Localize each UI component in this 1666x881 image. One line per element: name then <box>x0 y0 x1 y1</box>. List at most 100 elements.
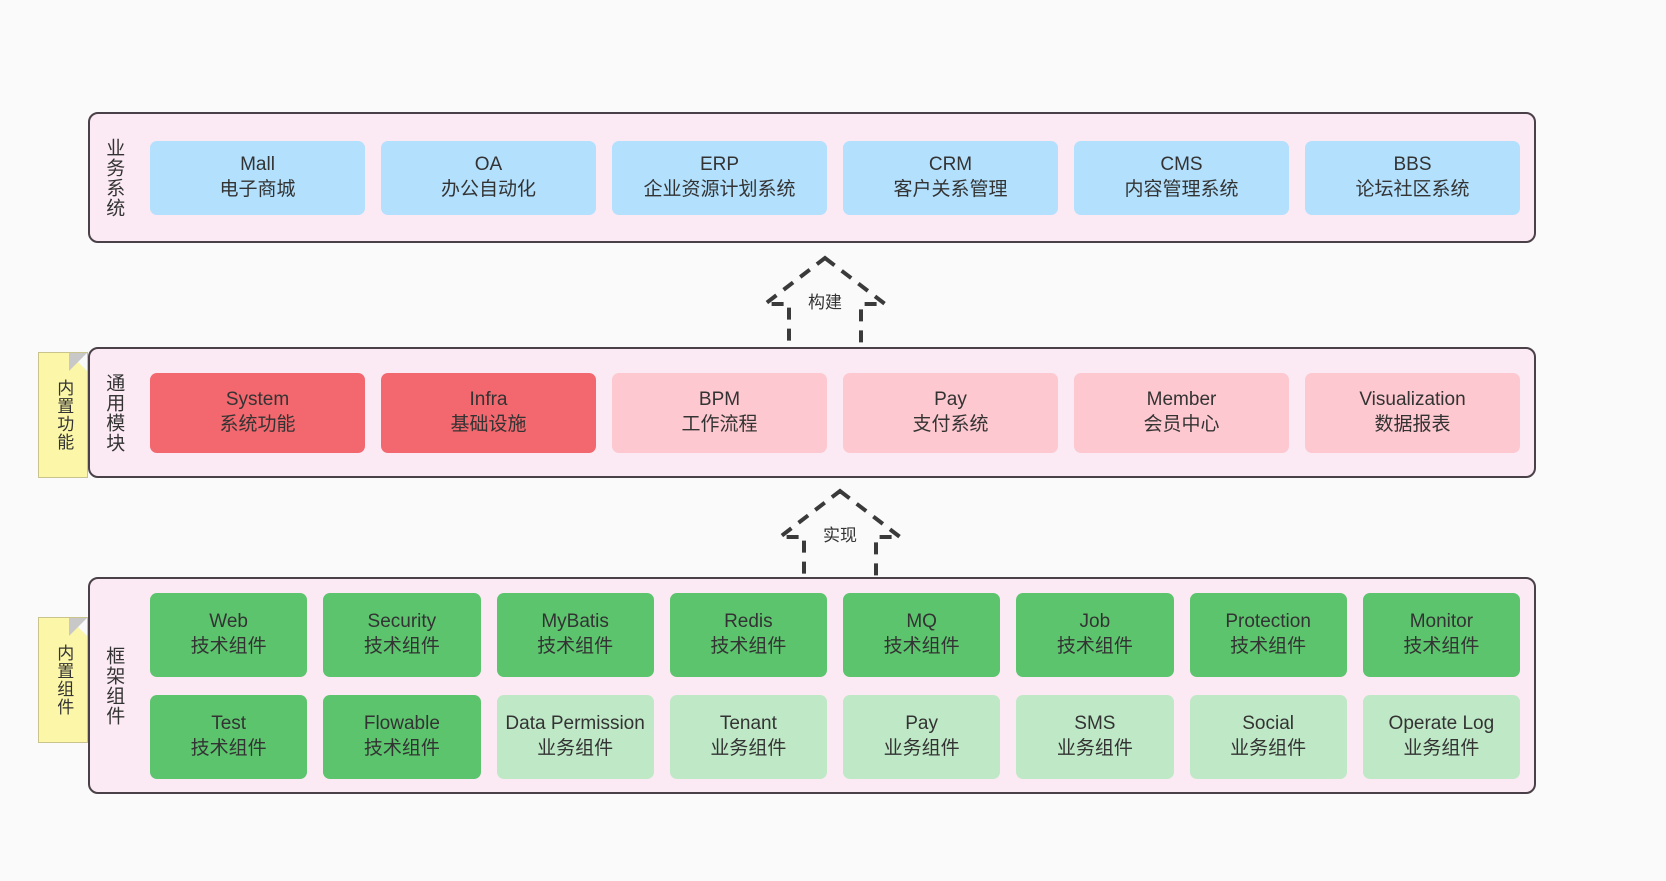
node-social[interactable]: Social 业务组件 <box>1189 694 1347 779</box>
layer-body-framework-component: Web 技术组件 Security 技术组件 MyBatis 技术组件 Redi… <box>136 579 1534 792</box>
layer-business-system: 业务系统 Mall 电子商城 OA 办公自动化 ERP 企业资源计划系统 CRM… <box>88 112 1536 243</box>
node-redis[interactable]: Redis 技术组件 <box>669 592 827 677</box>
layer-title-framework-component: 框架组件 <box>103 645 125 726</box>
node-name: Monitor <box>1409 611 1474 633</box>
node-mybatis[interactable]: MyBatis 技术组件 <box>496 592 654 677</box>
node-subtitle: 办公自动化 <box>440 178 536 200</box>
node-bpm[interactable]: BPM 工作流程 <box>612 372 827 453</box>
node-name: Pay <box>905 713 938 735</box>
node-pay-module[interactable]: Pay 支付系统 <box>843 372 1058 453</box>
node-subtitle: 论坛社区系统 <box>1355 178 1470 200</box>
node-web[interactable]: Web 技术组件 <box>150 592 308 677</box>
node-row: System 系统功能 Infra 基础设施 BPM 工作流程 Pay 支付系统… <box>150 372 1520 453</box>
node-flowable[interactable]: Flowable 技术组件 <box>323 694 481 779</box>
node-name: Mall <box>240 154 275 176</box>
note-builtin-function: 内置功能 <box>38 352 88 478</box>
node-operate-log[interactable]: Operate Log 业务组件 <box>1362 694 1520 779</box>
node-security[interactable]: Security 技术组件 <box>323 592 481 677</box>
node-data-permission[interactable]: Data Permission 业务组件 <box>496 694 654 779</box>
node-tenant[interactable]: Tenant 业务组件 <box>669 694 827 779</box>
node-pay-component[interactable]: Pay 业务组件 <box>843 694 1001 779</box>
node-subtitle: 业务组件 <box>1056 737 1133 759</box>
node-monitor[interactable]: Monitor 技术组件 <box>1362 592 1520 677</box>
node-crm[interactable]: CRM 客户关系管理 <box>843 140 1058 215</box>
node-name: ERP <box>699 154 740 176</box>
node-mall[interactable]: Mall 电子商城 <box>150 140 365 215</box>
node-name: Infra <box>469 389 508 411</box>
layer-title-business-system: 业务系统 <box>103 137 125 218</box>
node-subtitle: 电子商城 <box>219 178 296 200</box>
node-subtitle: 技术组件 <box>190 635 267 657</box>
node-infra[interactable]: Infra 基础设施 <box>381 372 596 453</box>
node-subtitle: 技术组件 <box>710 635 787 657</box>
node-name: Protection <box>1225 611 1311 633</box>
node-system[interactable]: System 系统功能 <box>150 372 365 453</box>
node-name: BBS <box>1393 154 1432 176</box>
node-subtitle: 技术组件 <box>883 635 960 657</box>
node-subtitle: 业务组件 <box>537 737 614 759</box>
node-name: Security <box>367 611 437 633</box>
node-name: Tenant <box>719 713 777 735</box>
node-subtitle: 支付系统 <box>912 413 989 435</box>
layer-title-common-module: 通用模块 <box>103 372 125 453</box>
node-name: BPM <box>698 389 741 411</box>
node-subtitle: 技术组件 <box>190 737 267 759</box>
node-subtitle: 数据报表 <box>1374 413 1451 435</box>
node-member[interactable]: Member 会员中心 <box>1074 372 1289 453</box>
layer-common-module: 通用模块 System 系统功能 Infra 基础设施 BPM 工作流程 Pay… <box>88 347 1536 478</box>
node-subtitle: 工作流程 <box>681 413 758 435</box>
node-subtitle: 内容管理系统 <box>1124 178 1239 200</box>
note-builtin-component: 内置组件 <box>38 617 88 743</box>
node-subtitle: 业务组件 <box>1403 737 1480 759</box>
node-subtitle: 企业资源计划系统 <box>643 178 796 200</box>
node-name: Job <box>1079 611 1111 633</box>
node-name: Data Permission <box>505 713 645 735</box>
node-row: Test 技术组件 Flowable 技术组件 Data Permission … <box>150 694 1520 779</box>
node-name: Redis <box>724 611 773 633</box>
node-oa[interactable]: OA 办公自动化 <box>381 140 596 215</box>
node-subtitle: 技术组件 <box>537 635 614 657</box>
node-name: MyBatis <box>541 611 609 633</box>
node-name: Social <box>1242 713 1294 735</box>
node-name: OA <box>474 154 503 176</box>
node-name: Web <box>209 611 248 633</box>
node-name: Member <box>1146 389 1217 411</box>
node-protection[interactable]: Protection 技术组件 <box>1189 592 1347 677</box>
node-name: System <box>225 389 290 411</box>
node-subtitle: 技术组件 <box>363 737 440 759</box>
node-name: Test <box>211 713 247 735</box>
node-bbs[interactable]: BBS 论坛社区系统 <box>1305 140 1520 215</box>
node-sms[interactable]: SMS 业务组件 <box>1016 694 1174 779</box>
node-subtitle: 业务组件 <box>883 737 960 759</box>
node-subtitle: 技术组件 <box>1056 635 1133 657</box>
node-cms[interactable]: CMS 内容管理系统 <box>1074 140 1289 215</box>
layer-body-common-module: System 系统功能 Infra 基础设施 BPM 工作流程 Pay 支付系统… <box>136 349 1534 476</box>
node-subtitle: 技术组件 <box>1230 635 1307 657</box>
node-subtitle: 业务组件 <box>1230 737 1307 759</box>
connector-build: 构建 <box>725 252 925 362</box>
node-subtitle: 技术组件 <box>363 635 440 657</box>
node-erp[interactable]: ERP 企业资源计划系统 <box>612 140 827 215</box>
node-job[interactable]: Job 技术组件 <box>1016 592 1174 677</box>
node-test[interactable]: Test 技术组件 <box>150 694 308 779</box>
node-mq[interactable]: MQ 技术组件 <box>843 592 1001 677</box>
node-name: Flowable <box>363 713 440 735</box>
note-text: 内置功能 <box>54 379 74 451</box>
node-row: Mall 电子商城 OA 办公自动化 ERP 企业资源计划系统 CRM 客户关系… <box>150 140 1520 215</box>
node-visualization[interactable]: Visualization 数据报表 <box>1305 372 1520 453</box>
node-subtitle: 会员中心 <box>1143 413 1220 435</box>
node-name: Operate Log <box>1388 713 1495 735</box>
node-name: MQ <box>906 611 937 633</box>
node-subtitle: 技术组件 <box>1403 635 1480 657</box>
node-subtitle: 业务组件 <box>710 737 787 759</box>
node-name: SMS <box>1074 713 1116 735</box>
node-name: Visualization <box>1359 389 1466 411</box>
node-row: Web 技术组件 Security 技术组件 MyBatis 技术组件 Redi… <box>150 592 1520 677</box>
node-subtitle: 客户关系管理 <box>893 178 1008 200</box>
node-name: CMS <box>1160 154 1203 176</box>
layer-body-business-system: Mall 电子商城 OA 办公自动化 ERP 企业资源计划系统 CRM 客户关系… <box>136 114 1534 241</box>
generalization-arrow-icon <box>759 255 891 354</box>
node-name: CRM <box>928 154 973 176</box>
layer-framework-component: 框架组件 Web 技术组件 Security 技术组件 MyBatis 技术组件… <box>88 577 1536 794</box>
